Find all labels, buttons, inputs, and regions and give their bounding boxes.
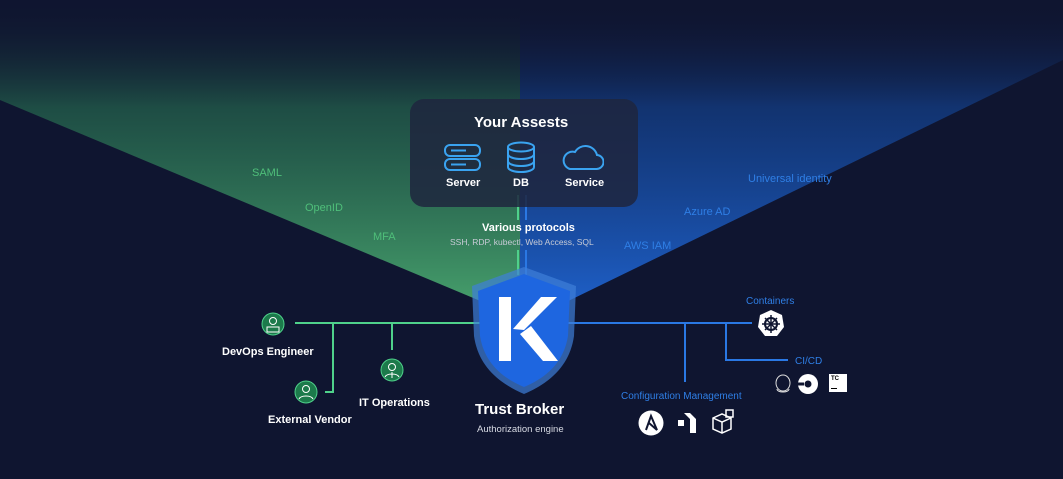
trust-broker-subtitle: Authorization engine [477,424,564,435]
database-icon[interactable] [506,141,536,173]
trust-broker-shield-icon[interactable] [468,264,580,396]
it-operations-label: IT Operations [359,397,430,409]
cicd-label: CI/CD [795,356,823,367]
devops-engineer-label: DevOps Engineer [222,346,314,358]
green-cone [0,0,520,305]
openid-label: OpenID [305,202,343,214]
chef-package-icon[interactable] [710,408,736,434]
universal-identity-label: Universal identity [748,173,832,185]
configuration-management-label: Configuration Management [621,391,742,402]
server-label: Server [446,177,481,189]
blue-cone [520,0,1063,305]
aws-iam-label: AWS IAM [624,240,672,252]
db-label: DB [513,177,529,189]
jenkins-icon[interactable] [773,373,799,399]
assets-card [410,99,638,207]
teamcity-text: TC [831,376,839,382]
mfa-label: MFA [373,231,396,243]
kubernetes-icon[interactable] [757,309,785,337]
service-label: Service [565,177,605,189]
azure-ad-label: Azure AD [684,206,731,218]
server-icon[interactable] [444,144,481,172]
external-vendor-icon[interactable] [294,380,318,404]
ansible-icon[interactable] [638,410,664,436]
trust-broker-title: Trust Broker [475,401,565,418]
containers-label: Containers [746,296,795,307]
protocols-title: Various protocols [482,222,575,234]
assets-title: Your Assests [474,114,569,131]
puppet-icon[interactable] [676,411,702,437]
devops-engineer-icon[interactable] [261,312,285,336]
protocols-list: SSH, RDP, kubectl, Web Access, SQL [450,237,594,247]
external-vendor-label: External Vendor [268,414,352,426]
blue-connectors [560,322,788,382]
saml-label: SAML [252,167,282,179]
cloud-icon[interactable] [561,143,604,171]
teamcity-icon[interactable]: TC [829,374,847,392]
green-connectors [295,322,490,393]
circleci-icon[interactable] [797,373,823,399]
it-operations-icon[interactable] [380,358,404,382]
